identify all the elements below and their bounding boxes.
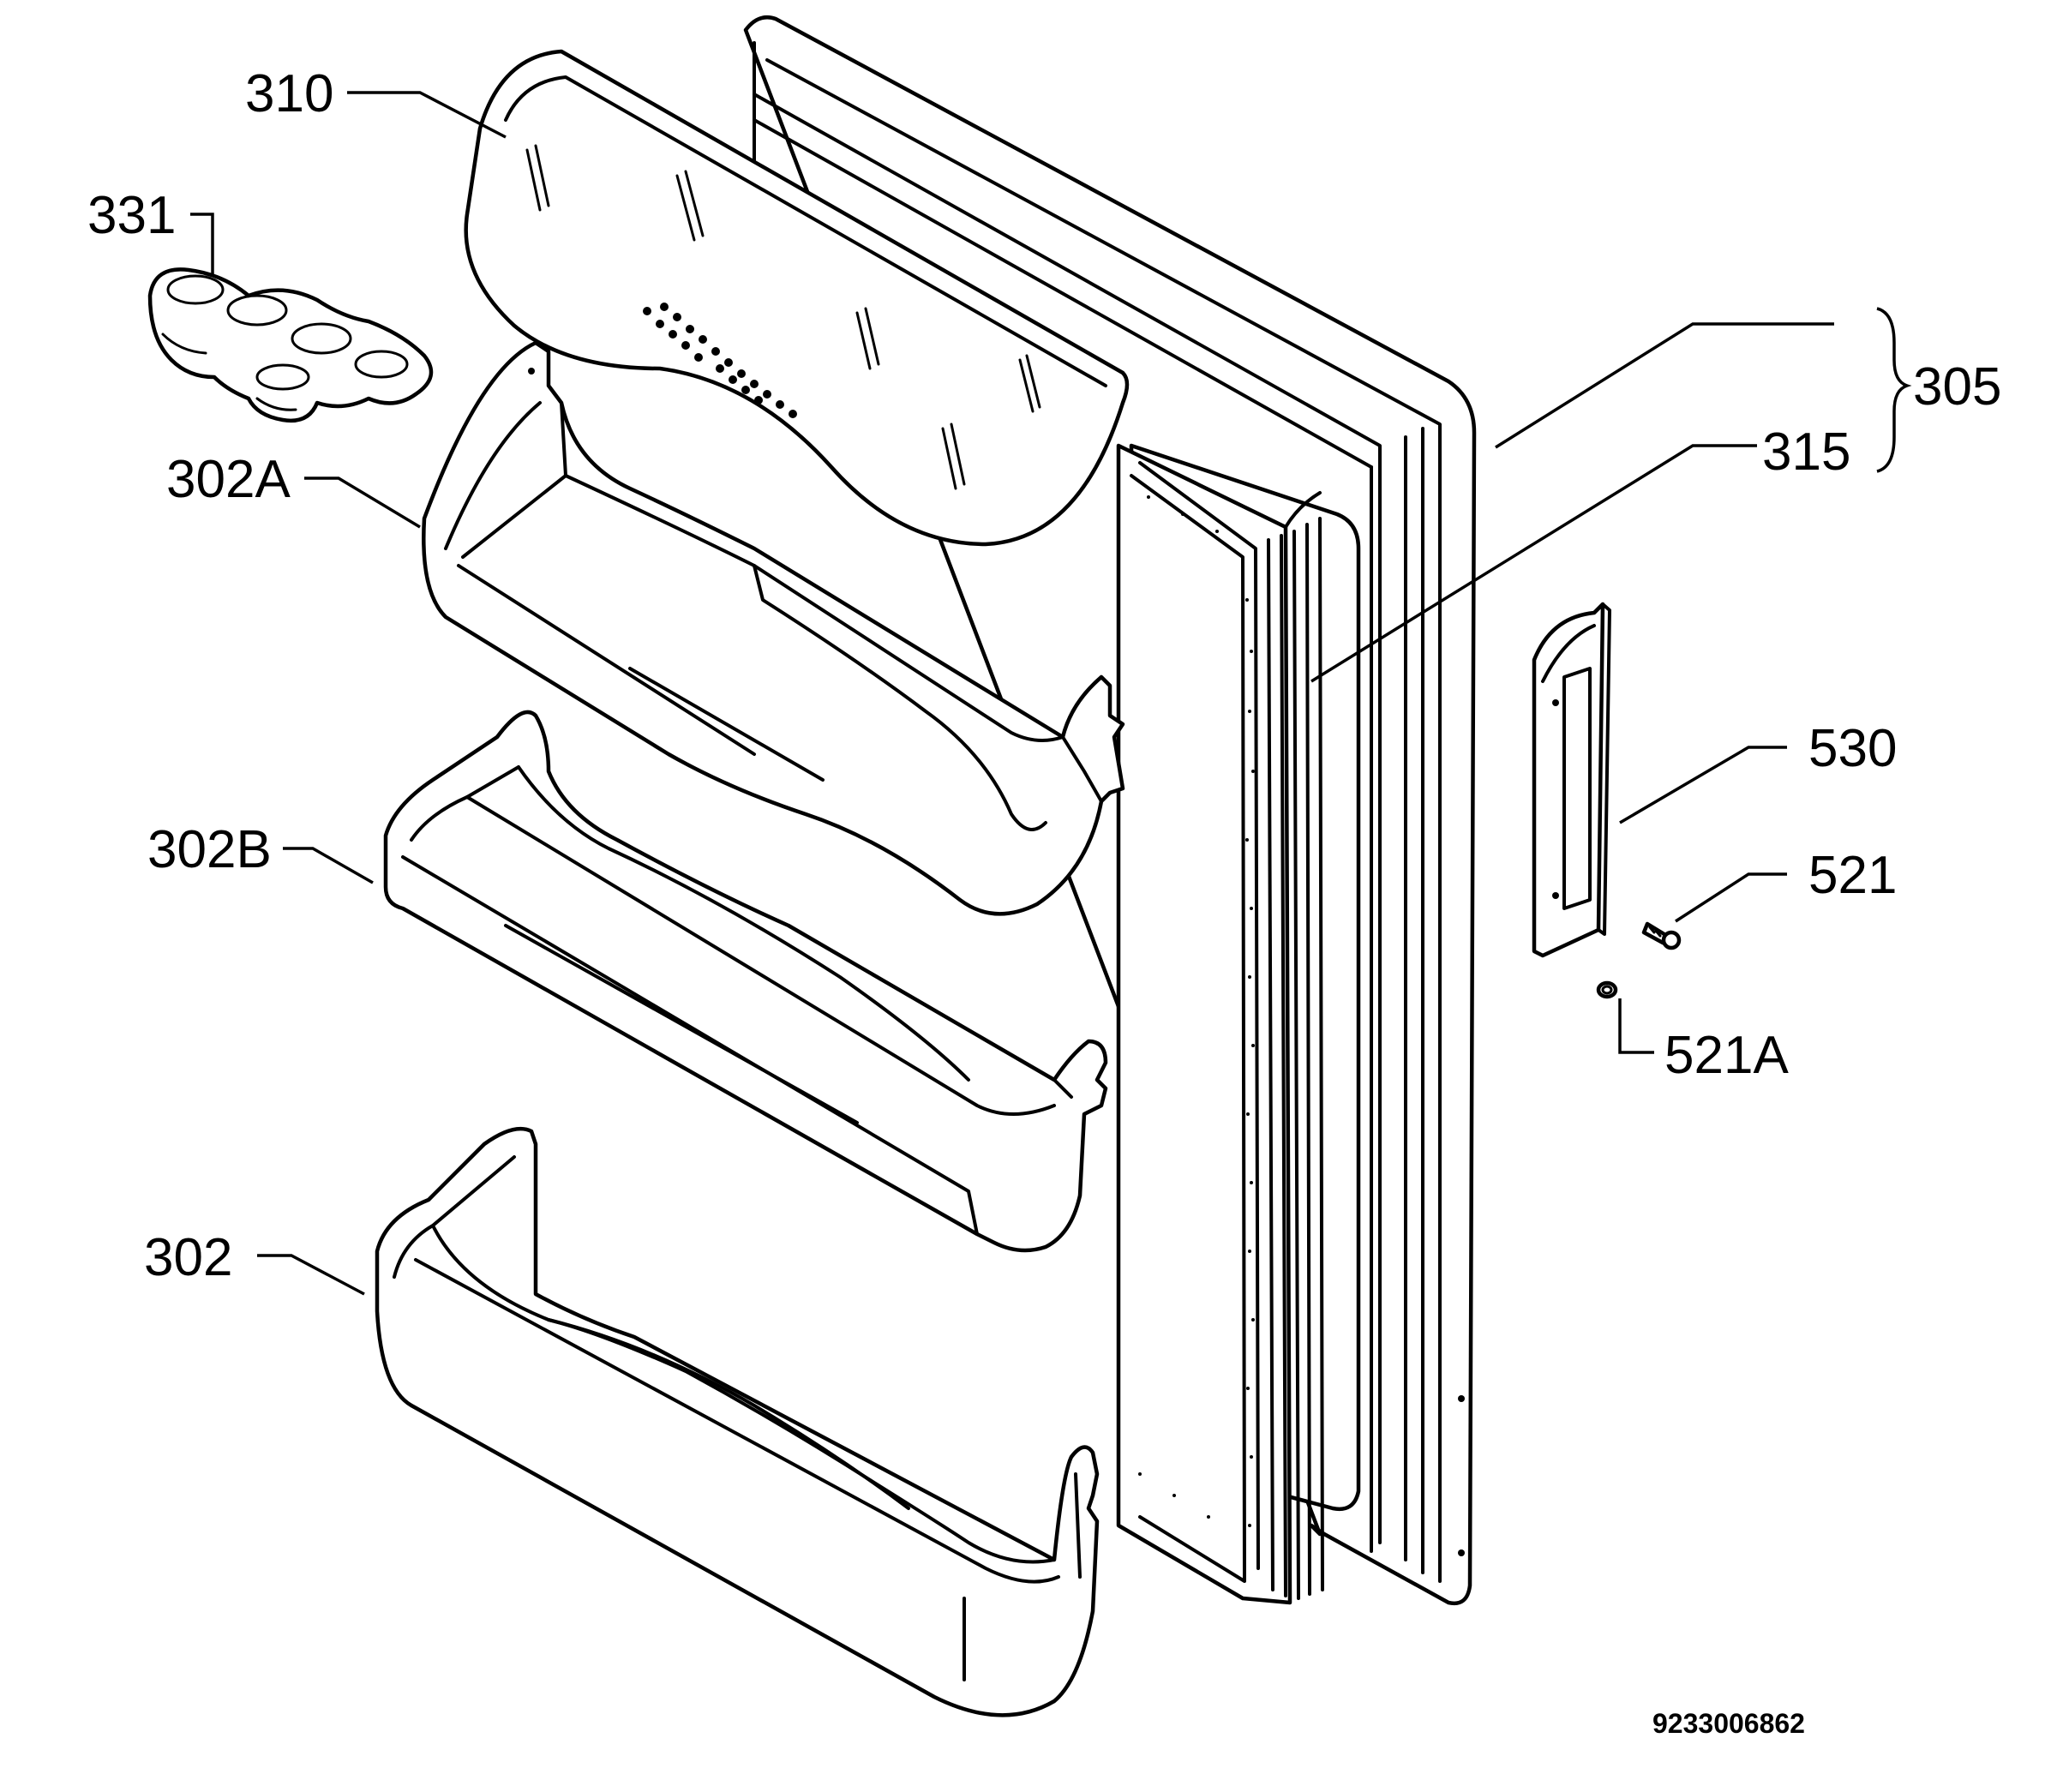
door-gasket: [1116, 443, 1292, 1605]
label-302b: 302B: [147, 820, 272, 879]
label-331: 331: [87, 186, 176, 245]
door-shelf-a: [422, 340, 1125, 916]
screw-cap: [1596, 980, 1618, 999]
door-shelf-b: [383, 710, 1108, 1253]
part-labels: 310 331 302A 302B 302 305 315 530 521 52…: [87, 64, 2001, 1739]
label-315: 315: [1762, 423, 1850, 482]
label-302a: 302A: [166, 450, 291, 509]
drawing-code: 9233006862: [1652, 1708, 1805, 1739]
cover-vent-holes: [643, 303, 797, 418]
label-305: 305: [1913, 357, 2001, 417]
screw: [1641, 921, 1682, 950]
door-shelf-cover: [464, 49, 1130, 547]
label-521a: 521A: [1664, 1026, 1789, 1085]
leader-lines: [190, 91, 1912, 1296]
gasket-speckle: [1138, 495, 1255, 1527]
door-shelf-bottom: [375, 1126, 1100, 1717]
egg-tray: [147, 267, 434, 423]
door-handle: [1532, 602, 1611, 958]
label-521: 521: [1808, 846, 1897, 905]
label-302: 302: [144, 1228, 232, 1287]
label-310: 310: [245, 64, 333, 123]
label-530: 530: [1808, 719, 1897, 778]
